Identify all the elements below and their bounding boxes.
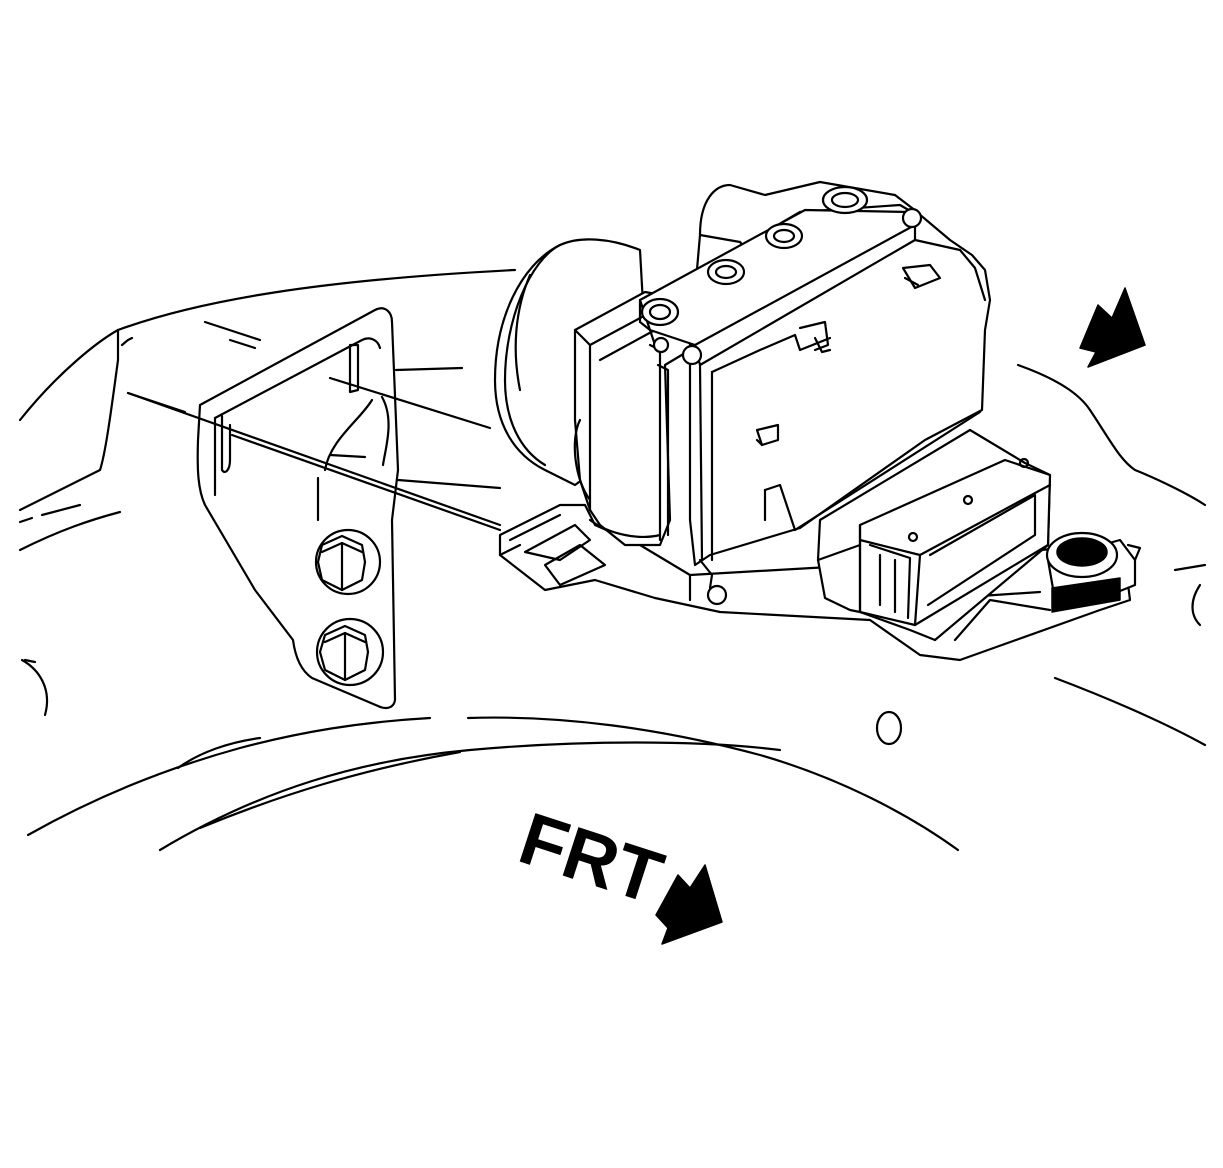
upper-bolt [314, 528, 382, 596]
grommet-fitting [1045, 531, 1142, 613]
mounting-bracket [126, 307, 502, 710]
direction-arrow-icon [1079, 287, 1146, 368]
hydraulic-modulator-block [573, 180, 992, 606]
lower-bolt [315, 617, 385, 687]
front-direction-arrow-icon [655, 864, 723, 945]
frt-label: FRT [510, 796, 672, 919]
electrical-connector [816, 428, 1052, 642]
front-direction-indicator: FRT [510, 796, 723, 945]
